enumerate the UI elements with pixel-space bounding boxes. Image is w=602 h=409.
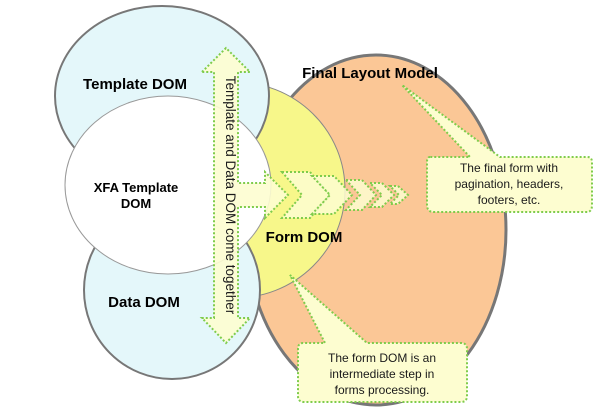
chevron-2 — [309, 175, 354, 215]
callout-final-form-shape — [401, 84, 593, 213]
callout-form-dom-note-line: The form DOM is an — [328, 351, 436, 365]
callout-final-form-line: The final form with — [460, 161, 558, 175]
form-dom-label: Form DOM — [266, 229, 343, 246]
callout-form-dom-note-line: intermediate step in — [330, 367, 435, 381]
template-dom-label: Template DOM — [83, 76, 187, 93]
merge-arrow-label: Template and Data DOM come together — [223, 76, 238, 315]
template-data-merge-arrow — [199, 46, 290, 345]
callout-final-form: The final form with pagination, headers,… — [401, 84, 593, 213]
chevron-5 — [387, 185, 410, 205]
chevron-3 — [343, 179, 378, 211]
final-layout-model-label: Final Layout Model — [302, 65, 438, 82]
data-dom-label: Data DOM — [108, 294, 180, 311]
xfa-template-dom-label-line1: XFA Template — [94, 180, 179, 195]
callout-form-dom-note-line: forms processing. — [335, 383, 430, 397]
callout-final-form-line: footers, etc. — [478, 193, 541, 207]
xfa-template-dom-label-line2: DOM — [121, 196, 151, 211]
callout-form-dom-note: The form DOM is an intermediate step in … — [289, 274, 468, 403]
flow-chevrons — [279, 171, 410, 219]
callout-final-form-line: pagination, headers, — [455, 177, 564, 191]
chevron-4 — [367, 182, 396, 208]
callout-form-dom-note-shape — [289, 274, 468, 403]
